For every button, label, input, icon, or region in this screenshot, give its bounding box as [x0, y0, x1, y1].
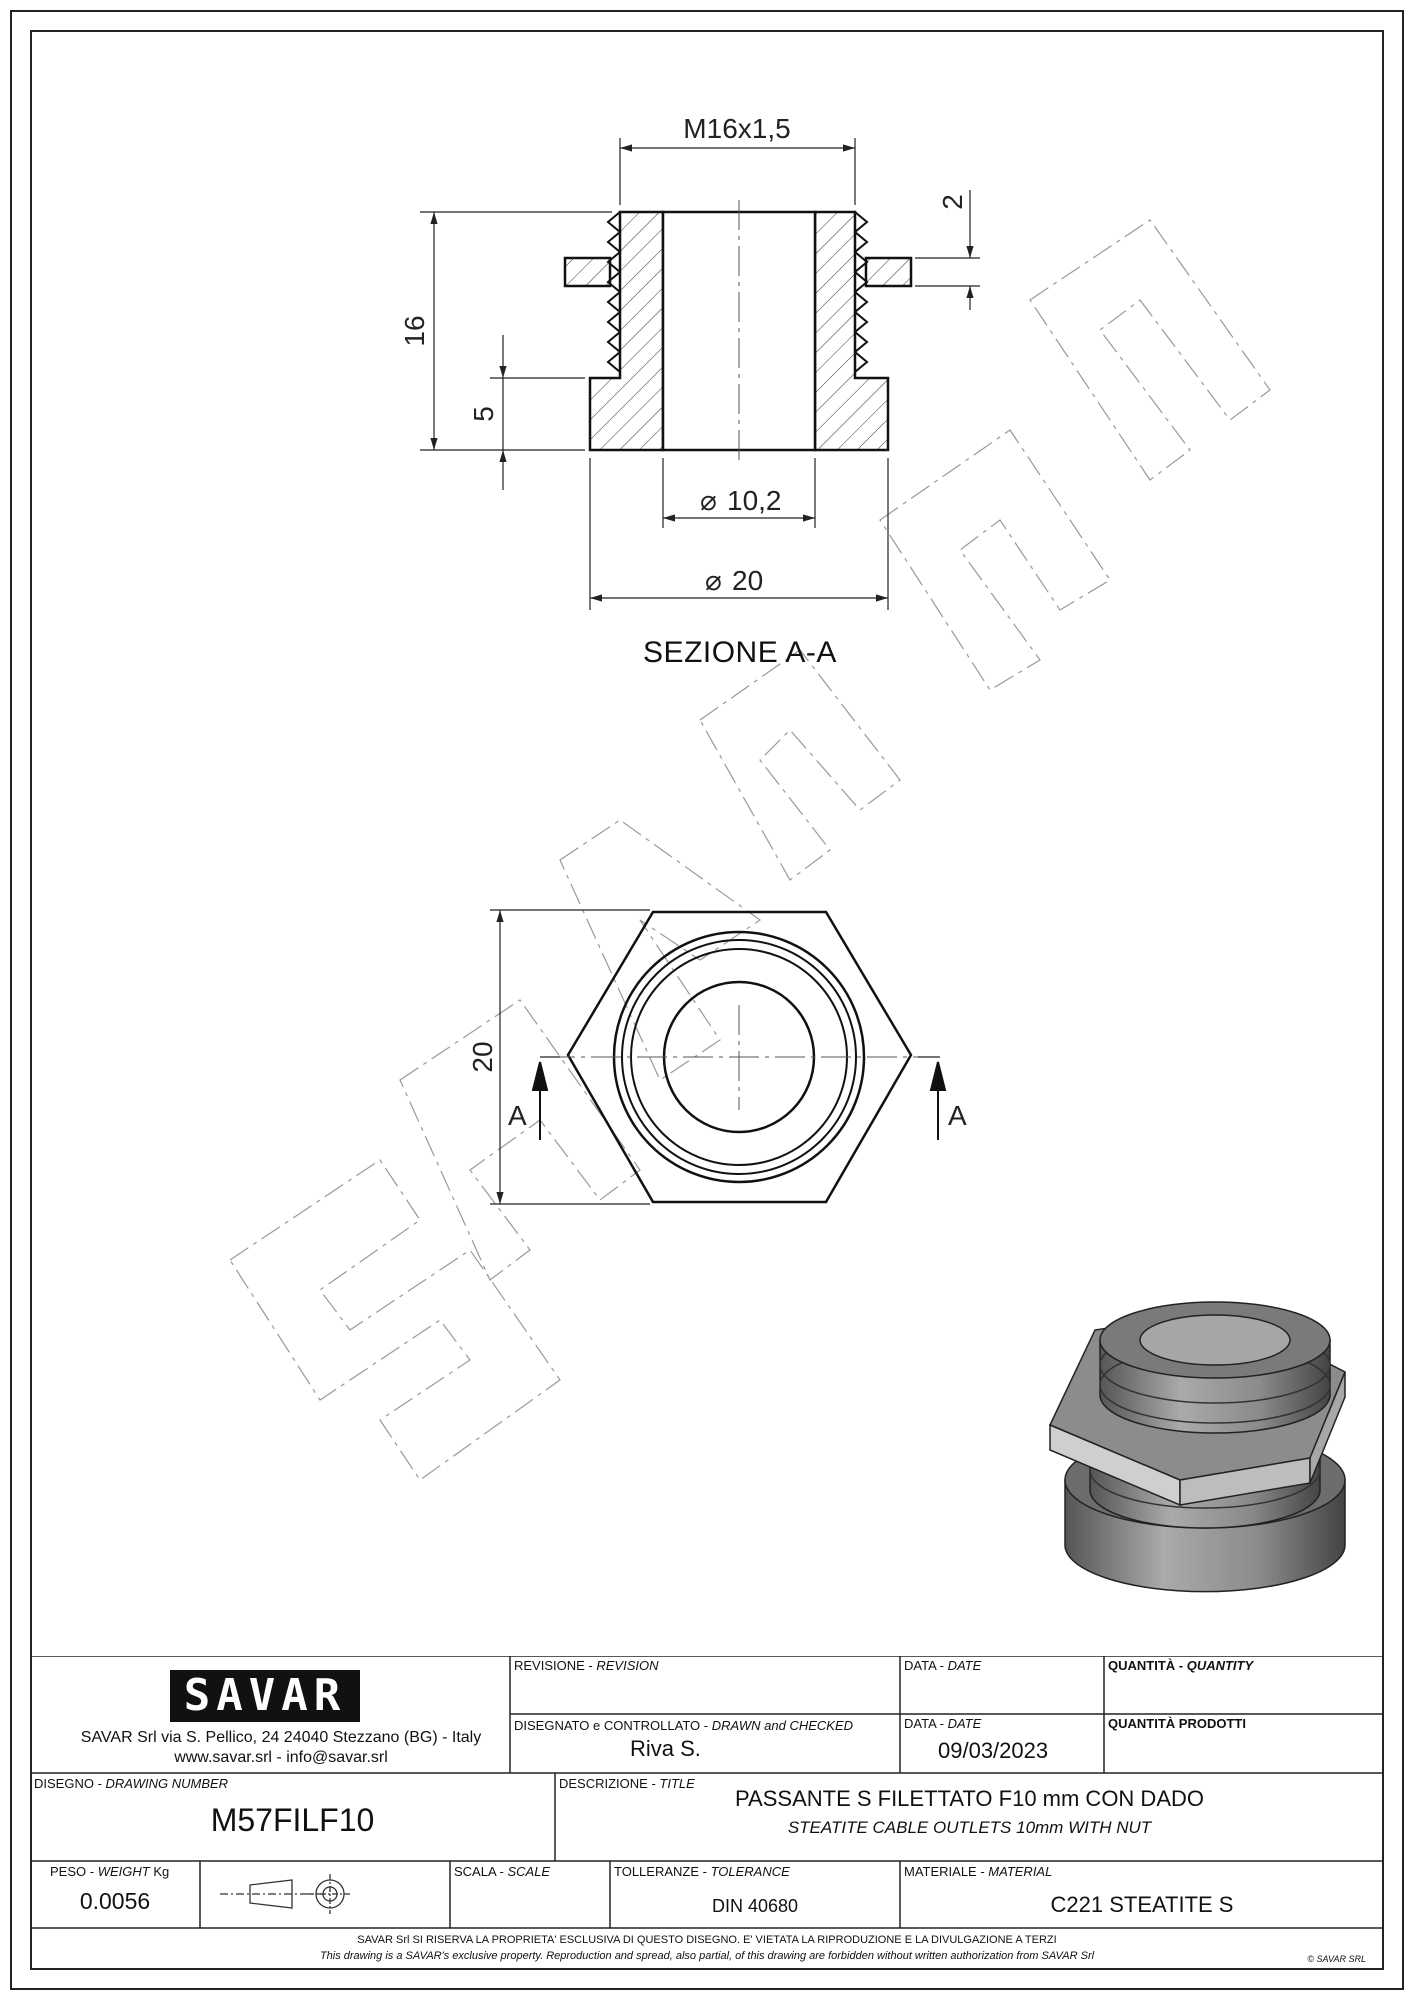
description-it: PASSANTE S FILETTATO F10 mm CON DADO [735, 1786, 1204, 1811]
drawn-by: Riva S. [630, 1736, 701, 1761]
title-block: SAVAR SAVAR Srl via S. Pellico, 24 24040… [30, 1656, 1384, 1970]
quantity-products-label: QUANTITÀ PRODOTTI [1108, 1716, 1246, 1731]
section-view [563, 210, 913, 452]
isometric-render [1048, 1301, 1346, 1593]
dimension-lines [420, 138, 980, 610]
title-block-grid [30, 1656, 1384, 1929]
drawing-frame [30, 30, 1384, 1970]
dim-hex: 20 [467, 1041, 498, 1072]
section-mark-right: A [948, 1100, 967, 1131]
material-label: MATERIALE - MATERIAL [904, 1864, 1053, 1879]
revision-label: REVISIONE - REVISION [514, 1658, 659, 1673]
tolerance-label: TOLLERANZE - TOLERANCE [614, 1864, 790, 1879]
dim-outer-symbol: ⌀ [705, 565, 722, 596]
section-label: SEZIONE A-A [643, 636, 837, 669]
dim-thread: M16x1,5 [683, 113, 790, 144]
dim-bore-symbol: ⌀ [700, 485, 717, 516]
dim-height: 16 [399, 315, 430, 346]
tolerance-value: DIN 40680 [711, 1896, 799, 1916]
drawing-number-label: DISEGNO - DRAWING NUMBER [34, 1776, 229, 1791]
copyright: © SAVAR SRL [1307, 1954, 1366, 1964]
section-cut-arrows [531, 1061, 947, 1140]
drawing-sheet [10, 10, 1404, 1990]
drawing-number: M57FILF10 [210, 1802, 375, 1838]
weight-label: PESO - WEIGHT Kg [50, 1864, 170, 1879]
hex-dimension [490, 909, 940, 1205]
company-line1: SAVAR Srl via S. Pellico, 24 24040 Stezz… [80, 1729, 482, 1746]
quantity-label: QUANTITÀ - QUANTITY [1108, 1658, 1254, 1673]
dim-flange: 5 [468, 406, 499, 422]
footer-english: This drawing is a SAVAR's exclusive prop… [319, 1950, 1095, 1962]
scale-label: SCALA - SCALE [454, 1864, 551, 1879]
description-label: DESCRIZIONE - TITLE [559, 1776, 695, 1791]
hex-centerlines [545, 1005, 935, 1110]
dim-bore: 10,2 [727, 485, 782, 516]
section-mark-left: A [508, 1100, 527, 1131]
description-en: STEATITE CABLE OUTLETS 10mm WITH NUT [787, 1818, 1152, 1837]
company-line2: www.savar.srl - info@savar.srl [174, 1749, 388, 1766]
company-address: SAVAR Srl via S. Pellico, 24 24040 Stezz… [36, 1728, 526, 1768]
savar-logo: SAVAR [170, 1670, 360, 1722]
date-label-2: DATA - DATE [904, 1716, 982, 1731]
footer-italian: SAVAR Srl SI RISERVA LA PROPRIETA' ESCLU… [357, 1934, 1057, 1946]
dim-nut: 2 [937, 194, 968, 210]
material-value: C221 STEATITE S [1050, 1892, 1234, 1917]
drawing-date: 09/03/2023 [938, 1738, 1049, 1763]
date-label: DATA - DATE [904, 1658, 982, 1673]
dim-outer: 20 [732, 565, 763, 596]
drawn-label: DISEGNATO e CONTROLLATO - DRAWN and CHEC… [514, 1718, 854, 1733]
projection-symbol [220, 1874, 352, 1914]
weight-value: 0.0056 [79, 1888, 151, 1914]
